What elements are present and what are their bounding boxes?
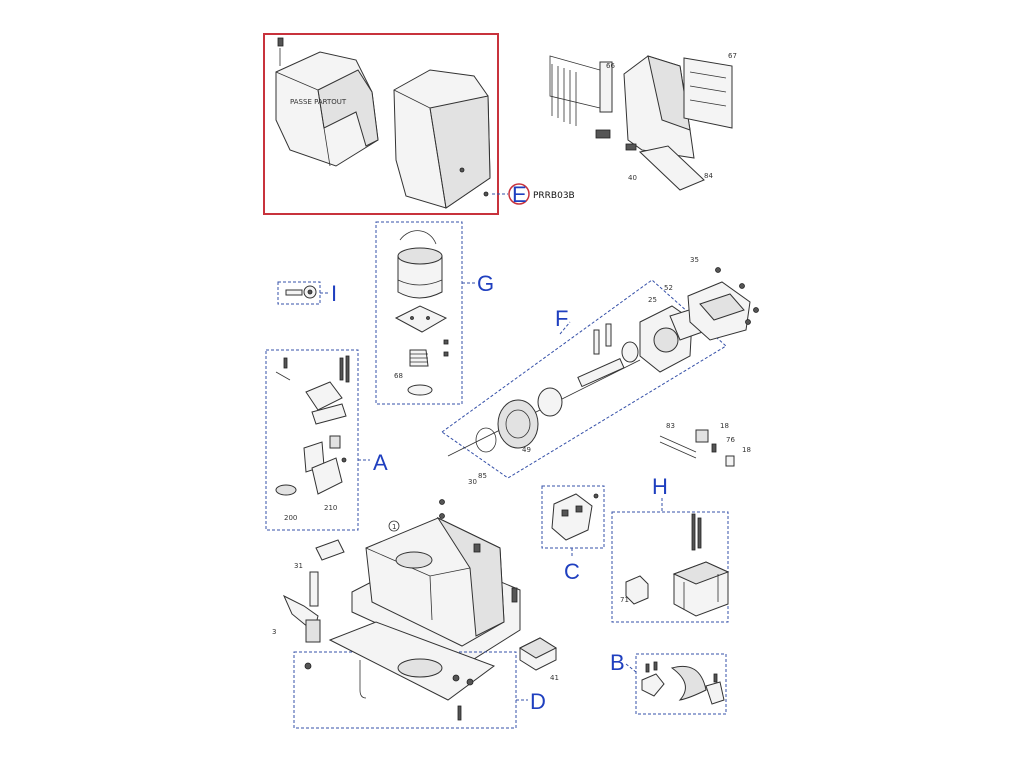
- pinion-guard: [687, 267, 759, 341]
- washer: [407, 384, 433, 396]
- group-g-motor[interactable]: [375, 221, 463, 405]
- release-handle: [282, 539, 345, 643]
- label-e-circle: [508, 183, 530, 205]
- part-number-1: 1: [392, 523, 396, 531]
- label-f: F: [555, 306, 568, 331]
- group-h-transformer[interactable]: [611, 511, 730, 623]
- label-d: D: [530, 689, 546, 714]
- lock-body: [311, 457, 343, 495]
- part-number-41: 41: [550, 674, 559, 682]
- group-d-foundation-plate[interactable]: [293, 621, 517, 729]
- label-e: E: [512, 182, 527, 207]
- label-a: A: [373, 450, 388, 475]
- svg-text:PASSE PARTOUT: PASSE PARTOUT: [290, 98, 347, 106]
- label-i: I: [331, 281, 337, 306]
- part-number-68: 68: [394, 372, 403, 380]
- part-number-71: 71: [620, 596, 629, 604]
- part-number-85: 85: [478, 472, 487, 480]
- part-number-25: 25: [648, 296, 657, 304]
- bridge-rectifier: [625, 575, 649, 605]
- shaft: [577, 358, 625, 388]
- part-number-31: 31: [294, 562, 303, 570]
- group-f-drive-shaft[interactable]: [441, 279, 727, 479]
- control-board-assembly: [549, 55, 733, 191]
- limit-switch-parts: [659, 429, 735, 467]
- part-number-84: 84: [704, 172, 713, 180]
- part-number-52: 52: [664, 284, 673, 292]
- key-blade: [285, 289, 303, 296]
- part-number-66: 66: [606, 62, 615, 70]
- motor-plate: [394, 305, 448, 333]
- o-ring: [475, 427, 497, 453]
- part-number-40: 40: [628, 174, 637, 182]
- part-number-18-top: 18: [720, 422, 729, 430]
- group-i-key[interactable]: [277, 281, 321, 305]
- label-h: H: [652, 474, 668, 499]
- part-number-49: 49: [522, 446, 531, 454]
- label-b: B: [610, 650, 625, 675]
- part-number-18-bottom: 18: [742, 446, 751, 454]
- end-block: [518, 637, 558, 671]
- release-lever: [305, 381, 343, 411]
- part-number-210: 210: [324, 504, 337, 512]
- part-number-67: 67: [728, 52, 737, 60]
- part-number-3: 3: [272, 628, 276, 636]
- part-number-35: 35: [690, 256, 699, 264]
- group-a-release-mechanism[interactable]: [265, 349, 359, 531]
- part-number-83: 83: [666, 422, 675, 430]
- main-housing: [351, 499, 521, 665]
- label-g: G: [477, 271, 494, 296]
- group-e-covers[interactable]: PASSE PARTOUT: [263, 33, 499, 215]
- part-code: PRRB03B: [533, 191, 575, 201]
- group-c-capacitor[interactable]: [541, 485, 605, 549]
- group-e-highlight-frame: [263, 33, 499, 215]
- lock-cylinder: [275, 484, 297, 496]
- part-number-200: 200: [284, 514, 297, 522]
- label-c: C: [564, 559, 580, 584]
- part-number-76: 76: [726, 436, 735, 444]
- group-b-clips[interactable]: [635, 653, 727, 715]
- part-number-30: 30: [468, 478, 477, 486]
- control-board: [683, 57, 733, 129]
- main-gear: [497, 399, 539, 449]
- cover-screw: [277, 37, 284, 47]
- clutch: [537, 387, 563, 417]
